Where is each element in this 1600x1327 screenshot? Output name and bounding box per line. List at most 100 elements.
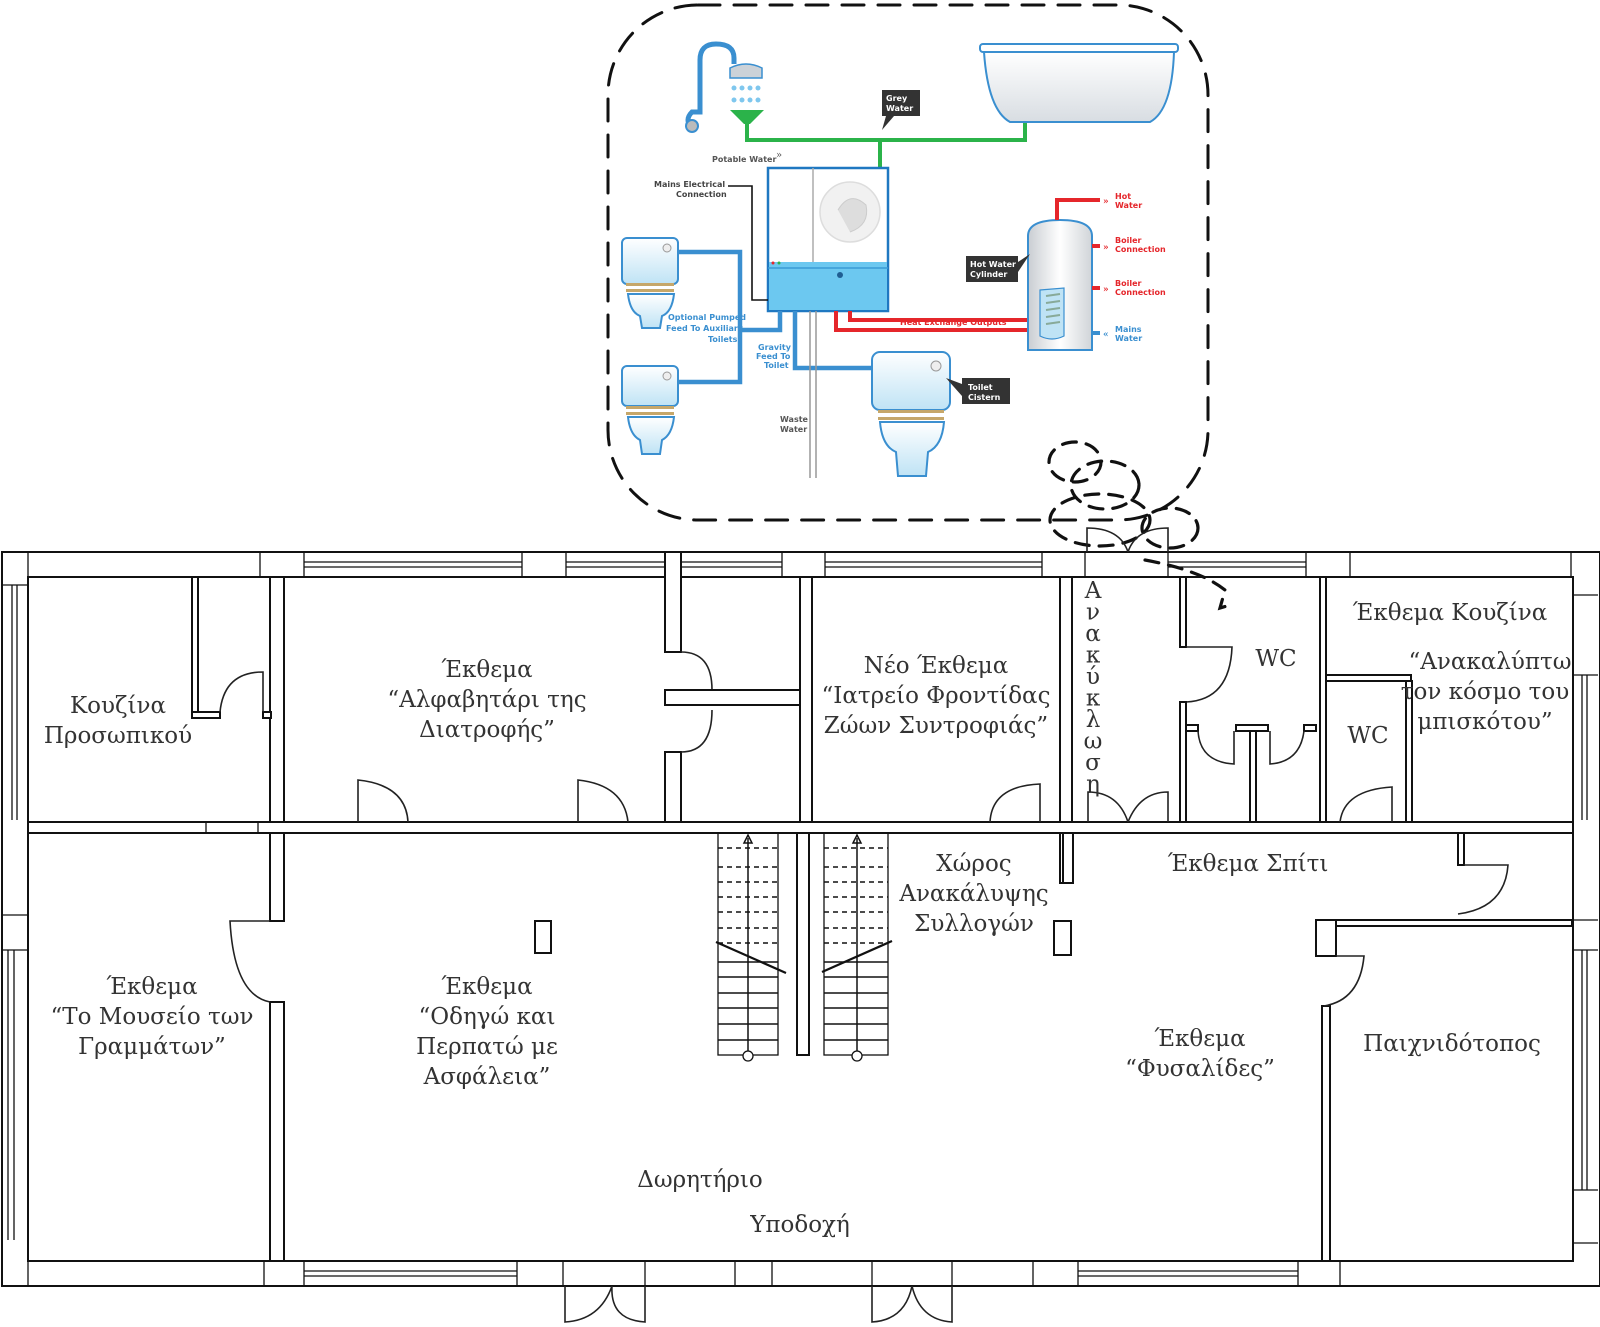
optional-pumped-label-3: Toilets — [708, 335, 738, 344]
room-playground: Παιχνιδότοπος — [1363, 1031, 1541, 1057]
waste-water-pipe — [809, 311, 817, 478]
room-label-letter: Α — [1084, 578, 1102, 604]
room-bubbles-exhibit: Έκθεμα “Φυσαλίδες” — [1125, 1026, 1275, 1082]
room-label: Έκθεμα — [441, 657, 532, 683]
gravity-feed-label-2: Feed To — [756, 352, 791, 361]
room-label: Νέο Έκθεμα — [864, 653, 1009, 679]
arrow-up-icon — [851, 833, 863, 844]
room-label: Προσωπικού — [44, 723, 192, 749]
greywater-system-inset: Grey Water Potable Water » Mains Electri… — [606, 3, 1210, 522]
room-collections: Χώρος Ανακάλυψης Συλλογών — [898, 851, 1048, 937]
arrow-left-icon: « — [1103, 330, 1109, 340]
room-label: τον κόσμο του — [1401, 679, 1569, 705]
toilet-cistern-icon — [871, 351, 951, 477]
arrow-right-icon: » — [1103, 285, 1109, 295]
hot-water-cylinder-label-2: Cylinder — [970, 270, 1007, 279]
room-kitchen-exhibit: Έκθεμα Κουζίνα “Ανακαλύπτω τον κόσμο του… — [1353, 600, 1572, 735]
toilet-icon — [621, 365, 679, 455]
room-label: Ασφάλεια” — [423, 1064, 551, 1090]
boiler-connection-label-b2: Connection — [1115, 288, 1166, 297]
room-label-letter: σ — [1085, 750, 1101, 776]
toilet-cistern-label: Toilet — [968, 383, 993, 392]
potable-water-label: Potable Water — [712, 155, 776, 164]
toilet-cistern-label-2: Cistern — [968, 393, 1001, 402]
pillar — [1053, 920, 1072, 956]
mains-electrical-label: Mains Electrical — [654, 180, 725, 189]
shower-icon — [685, 41, 764, 133]
boiler-connection-label: Boiler — [1115, 236, 1142, 245]
hot-water-cylinder-label: Hot Water — [970, 260, 1016, 269]
grey-water-label-2: Water — [886, 104, 913, 113]
room-label-letter: λ — [1086, 707, 1101, 733]
room-wc: WC — [1347, 723, 1388, 749]
floor-plan: Κουζίνα Προσωπικού Έκθεμα “Αλφαβητάρι τη… — [1, 527, 1600, 1323]
room-label-letter: ύ — [1086, 664, 1100, 690]
room-label: “Αλφαβητάρι της — [387, 687, 586, 713]
room-label: Έκθεμα — [106, 974, 197, 1000]
arrow-right-icon: » — [1103, 243, 1109, 253]
room-house-exhibit: Έκθεμα Σπίτι — [1168, 851, 1329, 877]
room-label: “Οδηγώ και — [419, 1004, 556, 1030]
heat-exchange-pipe — [834, 311, 1028, 332]
pillar — [534, 920, 552, 954]
hot-water-label: Hot — [1115, 192, 1131, 201]
entrance-door — [564, 1285, 646, 1323]
room-label: Περπατώ με — [416, 1034, 558, 1060]
recycling-unit — [766, 166, 890, 313]
room-label: “Το Μουσείο των — [51, 1004, 254, 1030]
arrow-down-icon: » — [776, 150, 782, 161]
heat-exchange-label: Heat Exchange Outputs — [900, 318, 1007, 327]
room-label-letter: η — [1086, 772, 1100, 798]
room-reception: Υποδοχή — [749, 1212, 850, 1238]
sketch-connector — [1047, 440, 1232, 611]
optional-pumped-label-2: Feed To Auxiliary — [666, 324, 744, 333]
boiler-connection-label-b: Boiler — [1115, 279, 1142, 288]
room-label-letter: κ — [1086, 686, 1101, 712]
room-label: Κουζίνα — [70, 693, 166, 719]
toilet-icon — [621, 237, 679, 329]
room-label-letter: ν — [1086, 600, 1100, 626]
room-label: Έκθεμα — [441, 974, 532, 1000]
entrance-door — [871, 1285, 953, 1323]
pumped-feed-pipe — [678, 249, 743, 385]
arrow-right-icon: » — [1103, 197, 1109, 207]
mains-water-label: Mains — [1115, 325, 1142, 334]
room-pet-clinic-exhibit: Νέο Έκθεμα “Ιατρείο Φροντίδας Ζώων Συντρ… — [822, 653, 1051, 739]
room-wc: WC — [1255, 646, 1296, 672]
boiler-connection-label-2: Connection — [1115, 245, 1166, 254]
room-label: “Ιατρείο Φροντίδας — [822, 683, 1051, 709]
hot-water-cylinder-icon — [1027, 218, 1093, 351]
room-label: Διατροφής” — [419, 717, 555, 743]
waste-water-label-2: Water — [780, 425, 807, 434]
room-label: Έκθεμα — [1154, 1026, 1245, 1052]
grey-water-label: Grey — [886, 94, 908, 103]
inset-dashed-border — [606, 3, 1210, 522]
gravity-feed-label-3: Toilet — [764, 361, 789, 370]
hot-water-label-2: Water — [1115, 201, 1142, 210]
room-label: “Ανακαλύπτω — [1409, 649, 1572, 675]
grey-water-callout: Grey Water — [882, 90, 920, 130]
room-label: Ζώων Συντροφιάς” — [824, 713, 1048, 739]
room-label: “Φυσαλίδες” — [1125, 1056, 1275, 1082]
toilet-cistern-callout: Toilet Cistern — [946, 378, 1010, 404]
mains-electrical-label-2: Connection — [676, 190, 727, 199]
gravity-feed-pipe — [792, 311, 872, 371]
optional-pumped-label: Optional Pumped — [668, 313, 746, 322]
room-label-letter: α — [1085, 621, 1101, 647]
arrow-up-icon — [742, 833, 754, 844]
room-staff-kitchen: Κουζίνα Προσωπικού — [44, 693, 192, 749]
gravity-feed-label: Gravity — [758, 343, 792, 352]
room-alphabet-exhibit: Έκθεμα “Αλφαβητάρι της Διατροφής” — [387, 657, 586, 743]
hot-water-cylinder-callout: Hot Water Cylinder — [966, 254, 1030, 282]
room-gift-shop: Δωρητήριο — [637, 1167, 763, 1193]
room-label: Έκθεμα Κουζίνα — [1353, 600, 1548, 626]
waste-water-label: Waste — [780, 415, 809, 424]
outer-wall — [1, 551, 1600, 1287]
room-label: Χώρος — [936, 851, 1011, 877]
bathtub-icon — [979, 43, 1179, 123]
room-label-letter: κ — [1086, 643, 1101, 669]
room-safe-walk-exhibit: Έκθεμα “Οδηγώ και Περπατώ με Ασφάλεια” — [416, 974, 558, 1090]
mains-water-label-2: Water — [1115, 334, 1142, 343]
